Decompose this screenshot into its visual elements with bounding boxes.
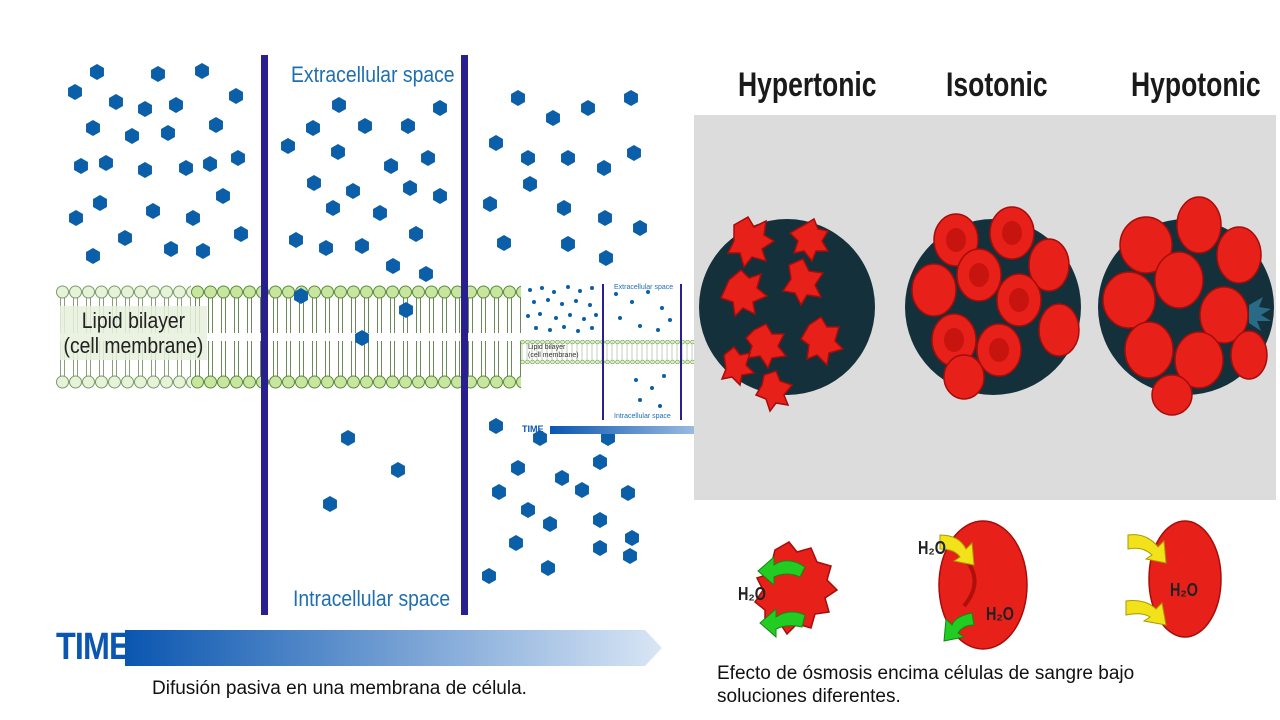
inset-time-label: TIME: [522, 424, 544, 434]
extracellular-label: Extracellular space: [291, 62, 455, 87]
inset-intracellular-label: Intracellular space: [614, 413, 671, 420]
inset-lipid-line2: (cell membrane): [528, 352, 579, 359]
swollen-cell: [1148, 520, 1222, 638]
inset-lipid-label: Lipid bilayer (cell membrane): [528, 344, 579, 360]
osmosis-caption-line1: Efecto de ósmosis encima células de sang…: [717, 663, 1135, 684]
inset-lipid-line1: Lipid bilayer: [528, 344, 566, 351]
lipid-label-line1: Lipid bilayer: [81, 308, 186, 333]
isotonic-title: Isotonic: [946, 66, 1048, 104]
arrow-in-yellow-iso: [939, 534, 975, 566]
time-divider-1: [261, 55, 268, 615]
arrow-in-yellow-1: [1127, 534, 1167, 564]
diffusion-caption: Difusión pasiva en una membrana de célul…: [152, 678, 527, 699]
hypotonic-title: Hypotonic: [1131, 66, 1261, 104]
osmosis-caption-line2: soluciones diferentes.: [717, 686, 901, 707]
inset-divider-1: [602, 284, 604, 420]
inset-extracellular-label: Extracellular space: [614, 284, 674, 291]
intracellular-label: Intracellular space: [293, 586, 451, 611]
osmosis-cell-illustrations: [753, 520, 1222, 650]
osmosis-caption: Efecto de ósmosis encima células de sang…: [717, 662, 1134, 708]
time-divider-2: [461, 55, 468, 615]
arrow-out-bottom: [759, 607, 806, 639]
time-label: TIME: [56, 626, 131, 668]
hypertonic-circle: [699, 215, 875, 413]
water-label-hypertonic: H₂O: [738, 584, 766, 604]
water-label-isotonic-1: H₂O: [918, 538, 946, 558]
diffusion-diagram: [56, 55, 662, 666]
arrow-in-yellow-2: [1125, 600, 1167, 626]
hypotonic-circle: [1098, 196, 1274, 416]
isotonic-circle: [905, 206, 1081, 400]
arrow-out-green-iso: [943, 612, 975, 642]
water-label-hypotonic: H₂O: [1170, 580, 1198, 600]
inset-divider-2: [680, 284, 682, 420]
time-arrow: [125, 630, 662, 666]
arrow-out-top: [757, 555, 806, 587]
water-label-isotonic-2: H₂O: [986, 604, 1014, 624]
lipid-label-line2: (cell membrane): [63, 333, 204, 358]
hypertonic-title: Hypertonic: [738, 66, 877, 104]
osmosis-cells: [699, 196, 1274, 416]
lipid-bilayer-label: Lipid bilayer (cell membrane): [60, 306, 207, 360]
